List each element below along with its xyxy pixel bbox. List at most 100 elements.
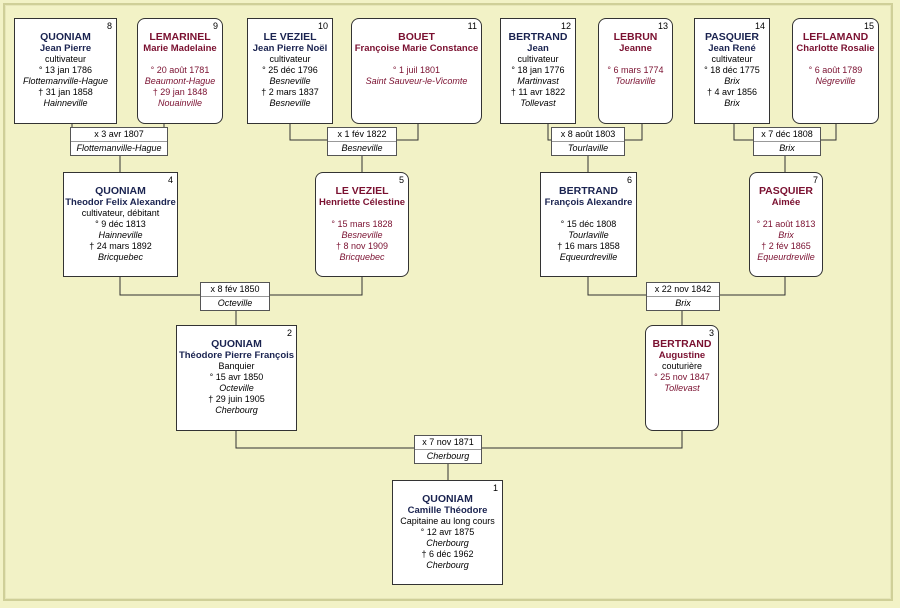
person-card-11[interactable]: 11 BOUET Françoise Marie Constance ° 1 j… xyxy=(351,18,482,124)
person-death: † 2 fév 1865 xyxy=(761,241,811,251)
marriage-box-1[interactable]: x 7 nov 1871 Cherbourg xyxy=(414,435,482,464)
person-occupation xyxy=(750,208,822,219)
person-death-place: Cherbourg xyxy=(215,405,258,415)
person-surname: LE VEZIEL xyxy=(263,31,317,43)
person-card-13[interactable]: 13 LEBRUN Jeanne ° 6 mars 1774 Tourlavil… xyxy=(598,18,673,124)
person-birth-place: Tollevast xyxy=(664,383,700,393)
person-death: † 2 mars 1837 xyxy=(261,87,319,97)
person-surname: BERTRAND xyxy=(508,31,568,43)
person-card-4[interactable]: 4 QUONIAM Theodor Felix Alexandre cultiv… xyxy=(63,172,178,277)
person-number: 8 xyxy=(106,21,112,31)
person-number: 1 xyxy=(492,483,498,493)
person-birth-place: Cherbourg xyxy=(426,538,469,548)
marriage-box-7[interactable]: x 7 déc 1808 Brix xyxy=(753,127,821,156)
person-birth: ° 13 jan 1786 xyxy=(38,65,93,75)
person-given-name: Jean Pierre Noël xyxy=(252,43,328,54)
person-birth: ° 25 nov 1847 xyxy=(654,372,710,382)
person-death: † 16 mars 1858 xyxy=(557,241,620,251)
person-occupation xyxy=(352,54,481,65)
person-death-place: Besneville xyxy=(269,98,311,108)
person-number: 14 xyxy=(754,21,765,31)
person-birth: ° 1 juil 1801 xyxy=(392,65,441,75)
person-given-name: Augustine xyxy=(658,350,706,361)
person-surname: BERTRAND xyxy=(652,338,712,350)
marriage-date: x 1 fév 1822 xyxy=(328,128,396,142)
person-death-place: Cherbourg xyxy=(426,560,469,570)
person-surname: LEBRUN xyxy=(613,31,658,43)
person-number: 5 xyxy=(398,175,404,185)
person-birth-place: Brix xyxy=(724,76,740,86)
person-number: 9 xyxy=(212,21,218,31)
person-number: 2 xyxy=(286,328,292,338)
marriage-place: Brix xyxy=(675,298,691,308)
marriage-box-5[interactable]: x 1 fév 1822 Besneville xyxy=(327,127,397,156)
person-birth: ° 9 déc 1813 xyxy=(95,219,146,229)
person-birth-place: Martinvast xyxy=(517,76,559,86)
person-birth-place: Besneville xyxy=(269,76,311,86)
marriage-box-3[interactable]: x 22 nov 1842 Brix xyxy=(646,282,720,311)
person-card-8[interactable]: 8 QUONIAM Jean Pierre cultivateur ° 13 j… xyxy=(14,18,117,124)
person-occupation: cultivateur xyxy=(269,54,311,64)
person-given-name: François Alexandre xyxy=(544,197,633,208)
person-card-7[interactable]: 7 PASQUIER Aimée ° 21 août 1813 Brix † 2… xyxy=(749,172,823,277)
marriage-box-4[interactable]: x 3 avr 1807 Flottemanville-Hague xyxy=(70,127,168,156)
person-given-name: Françoise Marie Constance xyxy=(354,43,479,54)
person-birth-place: Brix xyxy=(778,230,794,240)
person-card-10[interactable]: 10 LE VEZIEL Jean Pierre Noël cultivateu… xyxy=(247,18,333,124)
person-occupation xyxy=(138,54,222,65)
person-card-5[interactable]: 5 LE VEZIEL Henriette Célestine ° 15 mar… xyxy=(315,172,409,277)
marriage-date: x 7 nov 1871 xyxy=(415,436,481,450)
marriage-box-2[interactable]: x 8 fév 1850 Octeville xyxy=(200,282,270,311)
marriage-place: Brix xyxy=(779,143,795,153)
person-number: 13 xyxy=(657,21,668,31)
person-occupation: cultivateur, débitant xyxy=(81,208,160,218)
person-number: 11 xyxy=(467,21,477,31)
person-occupation: cultivateur xyxy=(517,54,559,64)
person-occupation: Banquier xyxy=(218,361,255,371)
marriage-place: Flottemanville-Hague xyxy=(76,143,162,153)
person-occupation: cultivateur xyxy=(44,54,87,64)
person-card-14[interactable]: 14 PASQUIER Jean René cultivateur ° 18 d… xyxy=(694,18,770,124)
person-occupation xyxy=(599,54,672,65)
person-death: † 29 juin 1905 xyxy=(208,394,265,404)
person-given-name: Camille Théodore xyxy=(407,505,488,516)
person-card-15[interactable]: 15 LEFLAMAND Charlotte Rosalie ° 6 août … xyxy=(792,18,879,124)
marriage-place: Besneville xyxy=(341,143,383,153)
person-death-place: Equeurdreville xyxy=(757,252,815,262)
person-birth: ° 21 août 1813 xyxy=(756,219,816,229)
person-number: 4 xyxy=(167,175,173,185)
person-death-place: Equeurdreville xyxy=(559,252,618,262)
person-number: 6 xyxy=(626,175,632,185)
marriage-place: Tourlaville xyxy=(567,143,609,153)
person-birth-place: Octeville xyxy=(219,383,254,393)
person-birth-place: Tourlaville xyxy=(568,230,609,240)
person-death: † 31 jan 1858 xyxy=(38,87,93,97)
person-occupation: couturière xyxy=(661,361,703,371)
person-number: 10 xyxy=(317,21,328,31)
person-card-12[interactable]: 12 BERTRAND Jean cultivateur ° 18 jan 17… xyxy=(500,18,576,124)
person-surname: LEMARINEL xyxy=(149,31,211,43)
person-birth: ° 12 avr 1875 xyxy=(420,527,475,537)
person-occupation xyxy=(541,208,636,219)
person-surname: QUONIAM xyxy=(40,31,91,43)
person-birth: ° 15 avr 1850 xyxy=(209,372,264,382)
person-birth: ° 20 août 1781 xyxy=(150,65,210,75)
person-card-2[interactable]: 2 QUONIAM Théodore Pierre François Banqu… xyxy=(176,325,297,431)
person-card-1[interactable]: 1 QUONIAM Camille Théodore Capitaine au … xyxy=(392,480,503,585)
marriage-date: x 22 nov 1842 xyxy=(647,283,719,297)
person-death: † 4 avr 1856 xyxy=(706,87,758,97)
person-card-3[interactable]: 3 BERTRAND Augustine couturière ° 25 nov… xyxy=(645,325,719,431)
person-birth-place: Négreville xyxy=(815,76,856,86)
person-death: † 8 nov 1909 xyxy=(335,241,389,251)
person-card-6[interactable]: 6 BERTRAND François Alexandre ° 15 déc 1… xyxy=(540,172,637,277)
person-surname: LEFLAMAND xyxy=(802,31,869,43)
marriage-box-6[interactable]: x 8 août 1803 Tourlaville xyxy=(551,127,625,156)
person-birth: ° 6 août 1789 xyxy=(808,65,863,75)
person-given-name: Aimée xyxy=(771,197,801,208)
person-birth: ° 25 déc 1796 xyxy=(262,65,318,75)
person-death-place: Nouainville xyxy=(157,98,203,108)
person-death: † 29 jan 1848 xyxy=(152,87,208,97)
person-death-place: Hainneville xyxy=(43,98,88,108)
person-card-9[interactable]: 9 LEMARINEL Marie Madelaine ° 20 août 17… xyxy=(137,18,223,124)
person-occupation: cultivateur xyxy=(711,54,753,64)
